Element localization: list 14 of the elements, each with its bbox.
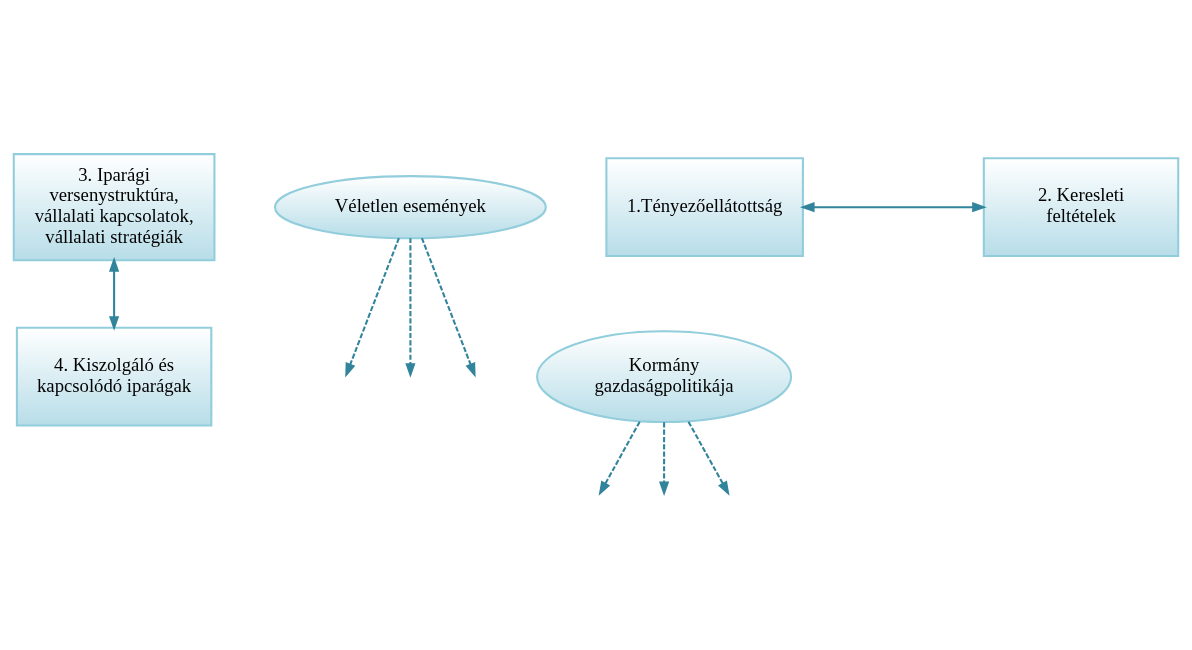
node-box: 1.Tényezőellátottság <box>605 156 804 257</box>
node-box: 4. Kiszolgáló és kapcsolódó iparágak <box>15 326 213 427</box>
arrow <box>420 237 476 378</box>
arrow <box>345 237 400 378</box>
arrow <box>659 421 670 496</box>
node-ellipse: Kormány gazdaságpolitikája <box>536 329 793 423</box>
arrow <box>405 237 416 378</box>
node-box: 3. Iparági versenystruktúra, vállalati kapcsolatok, vállalati stratégiák <box>12 152 216 261</box>
node-box: 2. Keresleti feltételek <box>982 156 1180 257</box>
node-ellipse: Véletlen események <box>274 174 547 239</box>
arrow <box>687 420 730 496</box>
arrow <box>109 256 120 331</box>
arrow <box>800 201 987 212</box>
arrow <box>598 420 641 496</box>
